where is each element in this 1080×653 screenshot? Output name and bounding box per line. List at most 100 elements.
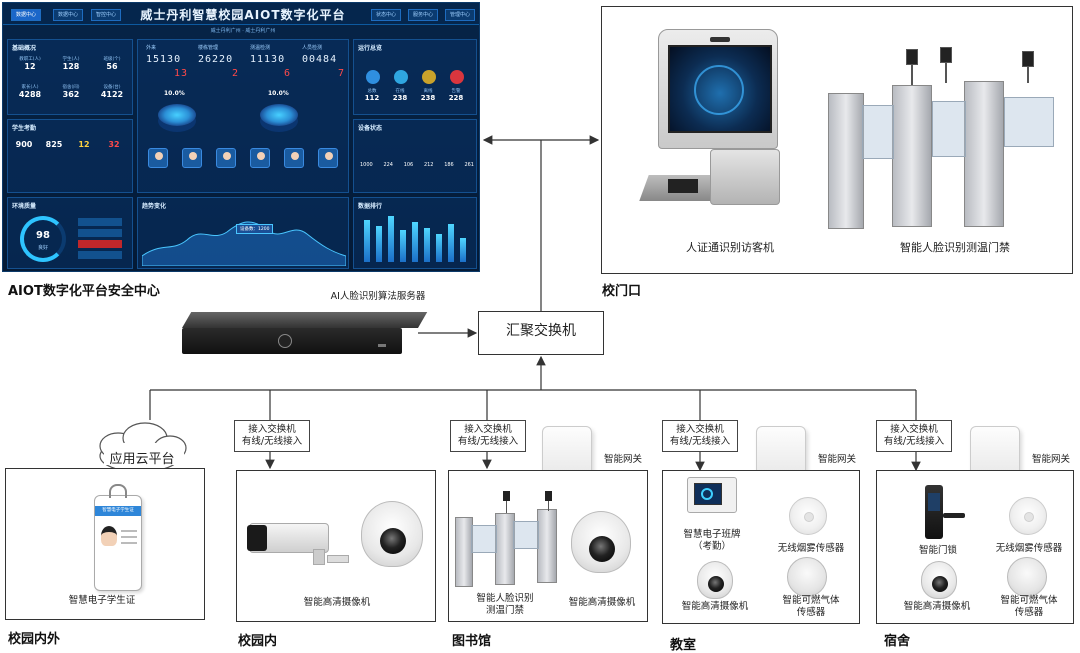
cloud-shape xyxy=(99,422,187,473)
smart-lock-caption: 智能门锁 xyxy=(918,545,957,556)
gas-sensor-line1: 智能可燃气体 xyxy=(782,595,840,606)
gas-sensor-image xyxy=(1007,557,1047,597)
power-button-icon xyxy=(278,334,292,348)
status-icon xyxy=(366,70,380,84)
zone-campus-inside: 校园内 xyxy=(238,634,278,649)
face-gate-caption: 智能人脸识别测温门禁 xyxy=(900,241,1010,254)
counter-top: 26220 xyxy=(198,54,234,65)
panel-ops-title: 运行总览 xyxy=(358,45,383,52)
counter-label: 楼栋管理 xyxy=(198,45,219,51)
ops-value: 238 xyxy=(420,94,436,102)
basic-value: 362 xyxy=(62,90,80,99)
trend-tooltip: 设备数：1200 xyxy=(236,224,274,234)
dash-tab-0: 数据中心 xyxy=(11,9,42,21)
counter-label: 人员检测 xyxy=(302,45,323,51)
pie-chart xyxy=(158,104,196,126)
aggregation-switch: 汇聚交换机 xyxy=(478,311,604,355)
ops-value: 238 xyxy=(392,94,408,102)
ops-value: 228 xyxy=(448,94,464,102)
access-switch-line1: 接入交换机 xyxy=(464,424,512,435)
gas-sensor-line1: 智能可燃气体 xyxy=(1000,595,1058,606)
avatar xyxy=(284,148,304,168)
dome-camera-image xyxy=(361,501,423,567)
env-gauge xyxy=(20,216,66,262)
panel-rank-title: 数据排行 xyxy=(358,203,383,210)
student-card-caption: 智慧电子学生证 xyxy=(68,595,136,606)
zone-dormitory: 宿舍 xyxy=(884,634,911,649)
gas-sensor-caption: 智能可燃气体 传感器 xyxy=(983,595,1075,619)
device-value: 224 xyxy=(383,162,393,168)
access-switch-line2: 有线/无线接入 xyxy=(241,436,303,447)
library-gate-caption: 智能人脸识别 测温门禁 xyxy=(463,593,547,617)
library-gate-image xyxy=(455,491,565,587)
device-value: 186 xyxy=(444,162,454,168)
avatar xyxy=(216,148,236,168)
access-switch-line2: 有线/无线接入 xyxy=(883,436,945,447)
access-switch-classroom: 接入交换机 有线/无线接入 xyxy=(662,420,738,452)
smoke-sensor-caption: 无线烟雾传感器 xyxy=(777,543,845,554)
access-switch-line1: 接入交换机 xyxy=(890,424,938,435)
panel-trend: 趋势变化 设备数：1200 xyxy=(137,197,349,269)
smoke-sensor-image xyxy=(1009,497,1047,535)
counter-label: 测温检测 xyxy=(250,45,271,51)
gas-sensor-line2: 传感器 xyxy=(1014,607,1044,618)
card-header: 智慧电子学生证 xyxy=(95,506,141,516)
attendance-value: 32 xyxy=(108,140,120,149)
basic-value: 12 xyxy=(24,62,36,71)
attendance-value: 825 xyxy=(45,140,63,149)
access-switch-library: 接入交换机 有线/无线接入 xyxy=(450,420,526,452)
panel-attendance: 学生考勤 900 825 12 32 xyxy=(7,119,133,193)
device-value: 212 xyxy=(423,162,434,168)
smoke-sensor-caption: 无线烟雾传感器 xyxy=(995,543,1063,554)
attendance-value: 900 xyxy=(15,140,33,149)
bullet-camera-image xyxy=(247,519,349,565)
dash-tab-3: 状态中心 xyxy=(371,9,402,21)
ai-server-image xyxy=(182,312,428,356)
trend-line xyxy=(142,221,346,266)
status-icon xyxy=(450,70,464,84)
panel-basic-title: 基础概况 xyxy=(12,45,37,52)
panel-env-title: 环境质量 xyxy=(12,203,37,210)
pie-value: 10.0% xyxy=(164,90,185,97)
panel-rank: 数据排行 xyxy=(353,197,477,269)
dome-camera-image xyxy=(697,561,733,599)
dome-camera-image xyxy=(571,511,631,573)
counter-label: 外来 xyxy=(146,45,157,51)
camera-caption: 智能高清摄像机 xyxy=(568,597,636,608)
avatar xyxy=(318,148,338,168)
env-label: 良好 xyxy=(37,245,48,251)
counter-top: 15130 xyxy=(146,54,182,65)
smart-gateway-caption: 智能网关 xyxy=(603,454,642,465)
student-card-image: 智慧电子学生证 xyxy=(94,484,142,591)
counter-top: 11130 xyxy=(250,54,286,65)
smart-gateway-caption: 智能网关 xyxy=(817,454,856,465)
pie-chart xyxy=(260,104,298,126)
access-switch-line2: 有线/无线接入 xyxy=(669,436,731,447)
access-switch-line1: 接入交换机 xyxy=(248,424,296,435)
zone-campus-both-frame: 智慧电子学生证 智慧电子学生证 xyxy=(5,468,205,620)
class-board-line2: （考勤） xyxy=(692,541,731,552)
counter-bottom: 7 xyxy=(338,68,346,79)
panel-counters: 外来 楼栋管理 测温检测 人员检测 15130 26220 11130 0048… xyxy=(137,39,349,193)
basic-value: 128 xyxy=(62,62,80,71)
basic-value: 4288 xyxy=(18,90,42,99)
access-switch-line2: 有线/无线接入 xyxy=(457,436,519,447)
dome-camera-image xyxy=(921,561,957,599)
smart-lock-image xyxy=(925,485,965,539)
zone-campus-inside-frame: 智能高清摄像机 xyxy=(236,470,436,622)
school-gate-frame: 人证通识别访客机 智能人脸识别测温门禁 xyxy=(601,6,1073,274)
panel-basic: 基础概况 教职工(人)12 学生(人)128 班级(个)56 家长(人)4288… xyxy=(7,39,133,115)
zone-campus-both: 校园内外 xyxy=(8,632,61,647)
counter-bottom: 13 xyxy=(174,68,189,79)
counter-top: 00484 xyxy=(302,54,338,65)
panel-trend-title: 趋势变化 xyxy=(142,203,167,210)
zone-library-frame: 智能人脸识别 测温门禁 智能高清摄像机 xyxy=(448,470,648,622)
device-value: 261 xyxy=(464,162,474,168)
dashboard-title: 威士丹利智慧校园AIOT数字化平台 xyxy=(140,8,346,22)
cloud-platform: 应用云平台 xyxy=(109,452,175,467)
server-caption: AI人脸识别算法服务器 xyxy=(330,291,426,302)
access-switch-line1: 接入交换机 xyxy=(676,424,724,435)
access-switch-campus: 接入交换机 有线/无线接入 xyxy=(234,420,310,452)
